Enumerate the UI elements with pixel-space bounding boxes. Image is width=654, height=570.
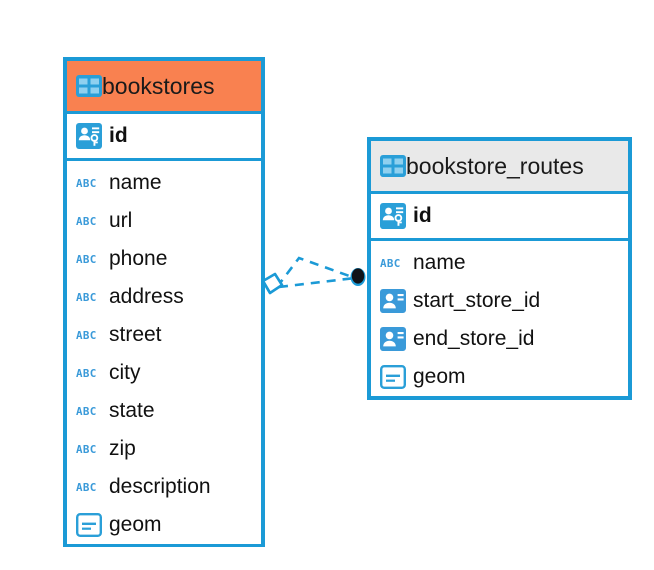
field-row-zip[interactable]: ABC zip <box>67 430 261 468</box>
svg-text:ABC: ABC <box>76 291 97 304</box>
field-name-label: name <box>413 251 466 274</box>
text-abc-icon: ABC <box>380 256 406 270</box>
text-abc-icon: ABC <box>76 404 102 418</box>
primary-key-section-bookstores: id <box>67 111 261 161</box>
entity-header-bookstore-routes[interactable]: bookstore_routes <box>371 141 628 191</box>
svg-text:ABC: ABC <box>76 215 97 228</box>
text-abc-icon: ABC <box>76 252 102 266</box>
field-row-name[interactable]: ABC name <box>371 244 628 282</box>
primary-key-icon <box>76 123 102 149</box>
svg-text:ABC: ABC <box>76 481 97 494</box>
svg-text:ABC: ABC <box>380 257 401 270</box>
text-abc-icon: ABC <box>76 442 102 456</box>
relationship-line-lower <box>278 276 356 289</box>
entity-header-bookstores[interactable]: bookstores <box>67 61 261 111</box>
filled-circle-marker[interactable] <box>350 268 366 286</box>
text-abc-icon: ABC <box>76 214 102 228</box>
table-grid-icon <box>380 155 406 177</box>
svg-text:ABC: ABC <box>76 443 97 456</box>
field-row-id[interactable]: id <box>67 114 261 158</box>
field-name-label: state <box>109 399 155 422</box>
field-row-street[interactable]: ABC street <box>67 316 261 354</box>
relationship-connector[interactable] <box>255 240 375 310</box>
field-name-label: url <box>109 209 133 232</box>
text-abc-icon: ABC <box>76 328 102 342</box>
field-name-label: geom <box>109 513 162 536</box>
field-row-name[interactable]: ABC name <box>67 164 261 202</box>
field-row-url[interactable]: ABC url <box>67 202 261 240</box>
field-row-phone[interactable]: ABC phone <box>67 240 261 278</box>
entity-name-label: bookstores <box>102 72 215 99</box>
geometry-icon <box>76 513 103 538</box>
primary-key-icon <box>380 203 406 229</box>
primary-key-section-bookstore-routes: id <box>371 191 628 241</box>
field-row-id[interactable]: id <box>371 194 628 238</box>
field-name-label: city <box>109 361 141 384</box>
field-row-end-store-id[interactable]: end_store_id <box>371 320 628 358</box>
geometry-icon <box>380 365 407 390</box>
field-name-label: id <box>413 204 432 227</box>
field-name-label: street <box>109 323 162 346</box>
foreign-key-icon <box>380 327 406 351</box>
field-name-label: zip <box>109 437 136 460</box>
entity-bookstore-routes[interactable]: bookstore_routes id <box>367 137 632 400</box>
svg-text:ABC: ABC <box>76 367 97 380</box>
field-row-description[interactable]: ABC description <box>67 468 261 506</box>
table-grid-icon <box>76 75 102 97</box>
field-row-city[interactable]: ABC city <box>67 354 261 392</box>
field-name-label: phone <box>109 247 168 270</box>
svg-text:ABC: ABC <box>76 405 97 418</box>
foreign-key-icon <box>380 289 406 313</box>
field-row-start-store-id[interactable]: start_store_id <box>371 282 628 320</box>
entity-name-label: bookstore_routes <box>406 152 584 179</box>
entity-bookstores[interactable]: bookstores id <box>63 57 265 547</box>
field-name-label: end_store_id <box>413 327 535 350</box>
field-row-state[interactable]: ABC state <box>67 392 261 430</box>
svg-text:ABC: ABC <box>76 329 97 342</box>
text-abc-icon: ABC <box>76 480 102 494</box>
field-name-label: name <box>109 171 162 194</box>
field-name-label: start_store_id <box>413 289 541 312</box>
field-row-address[interactable]: ABC address <box>67 278 261 316</box>
field-name-label: geom <box>413 365 466 388</box>
attribute-section-bookstores: ABC name ABC url ABC p <box>67 161 261 544</box>
text-abc-icon: ABC <box>76 290 102 304</box>
text-abc-icon: ABC <box>76 366 102 380</box>
svg-text:ABC: ABC <box>76 177 97 190</box>
diamond-crowsfoot-marker[interactable] <box>261 272 284 295</box>
field-row-geom[interactable]: geom <box>67 506 261 544</box>
text-abc-icon: ABC <box>76 176 102 190</box>
relationship-line-upper <box>275 256 356 288</box>
attribute-section-bookstore-routes: ABC name start_store_id <box>371 241 628 396</box>
field-name-label: description <box>109 475 211 498</box>
field-name-label: id <box>109 124 128 147</box>
field-row-geom[interactable]: geom <box>371 358 628 396</box>
svg-text:ABC: ABC <box>76 253 97 266</box>
field-name-label: address <box>109 285 184 308</box>
